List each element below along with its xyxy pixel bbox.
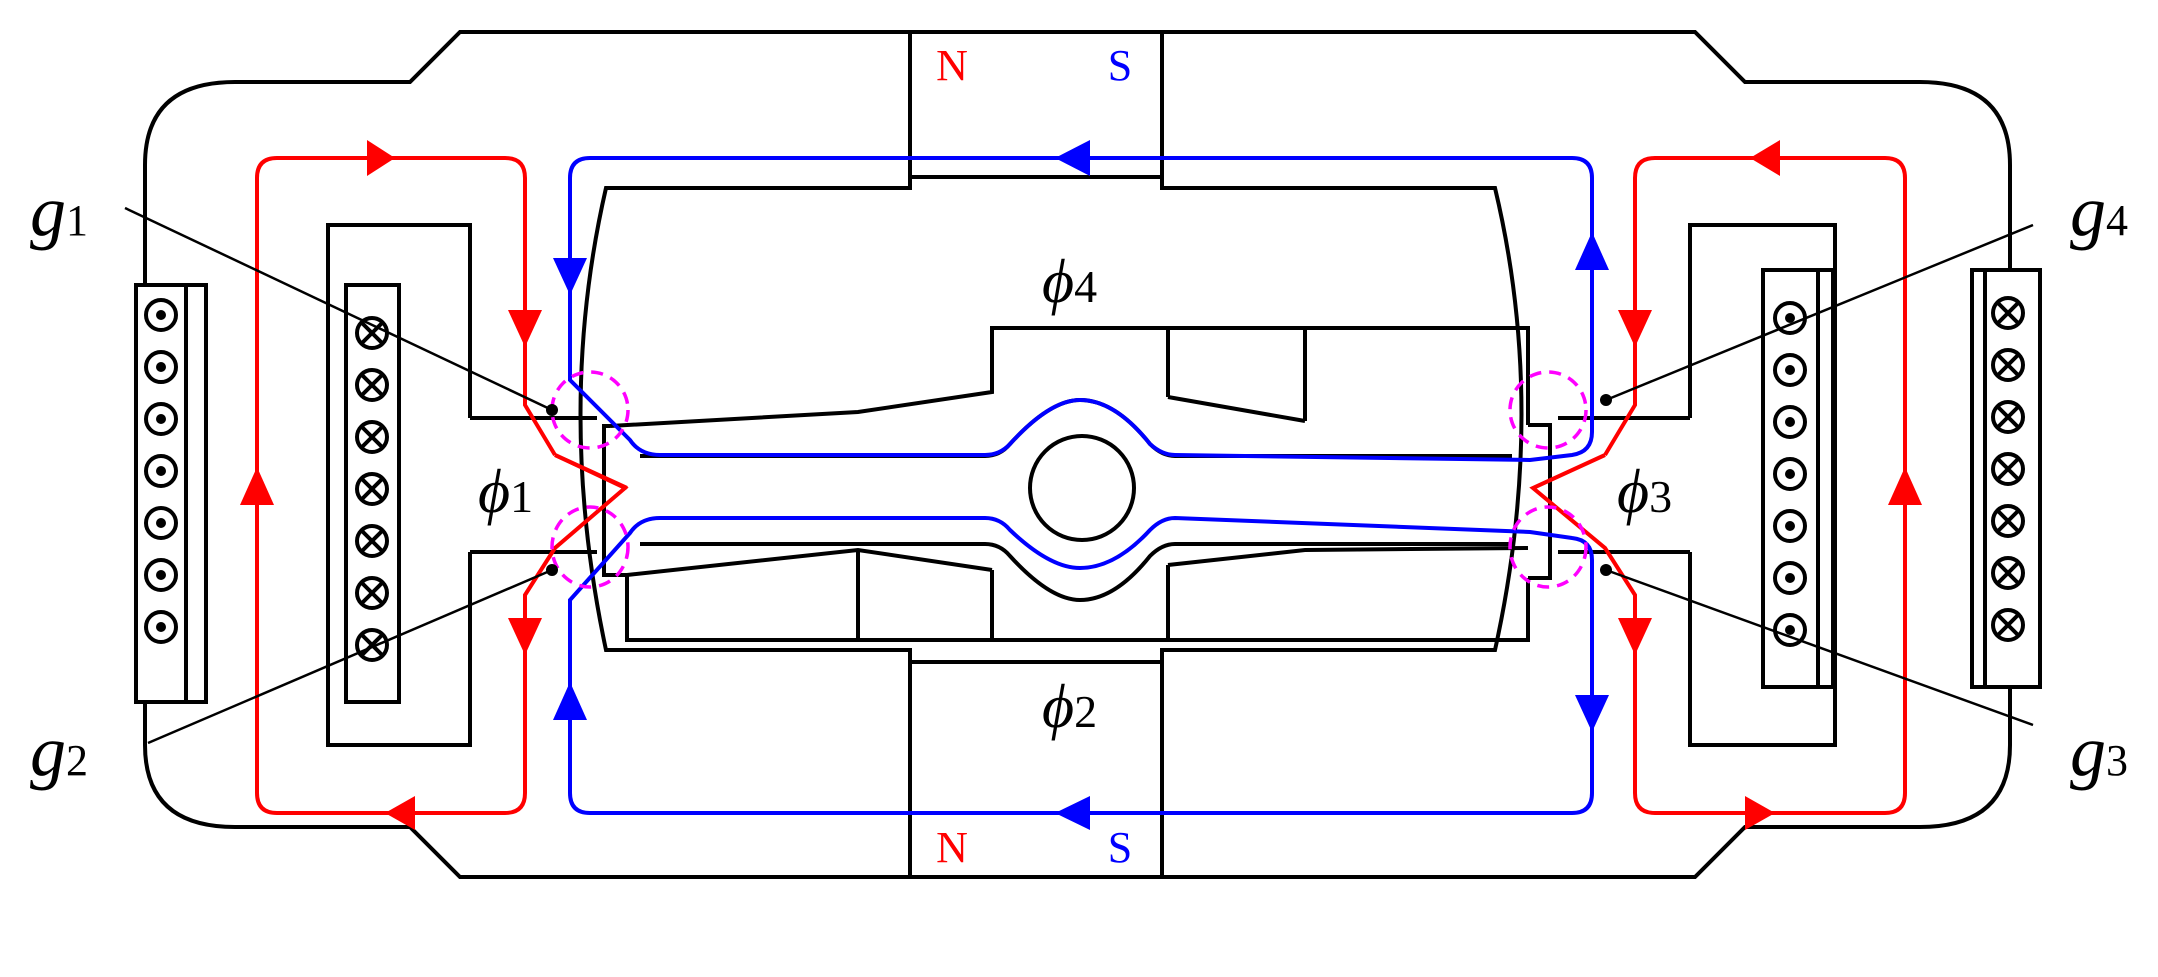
leader-lines bbox=[124, 206, 2034, 745]
magnet-flux-lower bbox=[568, 515, 1594, 815]
arrow-red-left-bottom bbox=[385, 796, 415, 830]
magnet-bottom-south-label: S bbox=[1108, 823, 1132, 872]
arrow-blue-right-up bbox=[1575, 232, 1609, 270]
dot-center bbox=[1785, 417, 1795, 427]
cross-stroke bbox=[1996, 405, 2020, 429]
arrow-blue-left-up bbox=[553, 682, 587, 720]
dot-center bbox=[1785, 625, 1795, 635]
magnet-top-north-label: N bbox=[936, 41, 968, 90]
dot-center bbox=[1785, 313, 1795, 323]
arrow-blue-bottom bbox=[1055, 796, 1090, 830]
dot-center bbox=[156, 414, 166, 424]
magnet-top: N S bbox=[908, 30, 1164, 179]
arrow-blue-left-down bbox=[553, 258, 587, 295]
stator-outer-outline bbox=[143, 30, 2012, 879]
cross-stroke bbox=[1996, 301, 2020, 325]
cross-stroke bbox=[1996, 613, 2020, 637]
magnet-flux-upper bbox=[568, 156, 1594, 463]
coil-flux-right bbox=[1529, 156, 1907, 815]
coil-right-inner-symbols bbox=[1773, 301, 1807, 647]
arrow-red-left-up bbox=[240, 467, 274, 505]
cross-stroke bbox=[360, 373, 384, 397]
gap-marker-g2 bbox=[550, 505, 630, 589]
gap-marker-g4 bbox=[1508, 370, 1588, 450]
dot-center bbox=[156, 310, 166, 320]
arrow-red-left-down-lower bbox=[508, 618, 542, 655]
label-g4: g4 bbox=[2070, 171, 2128, 251]
label-g2: g2 bbox=[30, 711, 88, 791]
arrow-blue-top bbox=[1055, 140, 1090, 176]
arrow-red-right-up bbox=[1888, 467, 1922, 505]
arrow-red-right-top bbox=[1750, 140, 1780, 176]
arrow-red-right-bottom bbox=[1745, 796, 1775, 830]
arrow-red-right-down-upper bbox=[1618, 310, 1652, 347]
dot-center bbox=[156, 362, 166, 372]
coil-left-inner-symbols bbox=[355, 316, 389, 662]
magnet-bottom-north-label: N bbox=[936, 823, 968, 872]
label-phi2: ϕ2 bbox=[1042, 673, 1097, 741]
dot-center bbox=[156, 518, 166, 528]
dot-center bbox=[1785, 521, 1795, 531]
label-phi4: ϕ4 bbox=[1042, 248, 1097, 316]
cross-stroke bbox=[360, 321, 384, 345]
dot-center bbox=[156, 570, 166, 580]
cross-stroke bbox=[360, 477, 384, 501]
cross-stroke bbox=[1996, 353, 2020, 377]
label-g1: g1 bbox=[30, 171, 88, 251]
cross-stroke bbox=[1996, 561, 2020, 585]
dot-center bbox=[1785, 365, 1795, 375]
flux-arrows bbox=[240, 140, 1922, 830]
gap-marker-g1 bbox=[550, 370, 630, 450]
air-gap-markers bbox=[550, 370, 1588, 589]
label-phi1: ϕ1 bbox=[478, 458, 533, 526]
cross-stroke bbox=[360, 633, 384, 657]
dot-center bbox=[156, 622, 166, 632]
cross-stroke bbox=[1996, 457, 2020, 481]
cross-stroke bbox=[1996, 509, 2020, 533]
coil-right-inner bbox=[1761, 268, 1835, 689]
cross-stroke bbox=[360, 529, 384, 553]
dot-center bbox=[1785, 469, 1795, 479]
coil-left-outer bbox=[134, 283, 208, 704]
magnet-bottom: N S bbox=[908, 660, 1164, 879]
magnet-top-south-label: S bbox=[1108, 41, 1132, 90]
arrow-red-right-down-lower bbox=[1618, 618, 1652, 655]
coil-right-outer-symbols bbox=[1991, 296, 2025, 642]
coil-left-outer-symbols bbox=[144, 298, 178, 644]
stator-inner-window bbox=[578, 175, 1524, 664]
arrow-blue-right-down bbox=[1575, 695, 1609, 732]
coil-flux-left bbox=[255, 156, 629, 815]
cross-stroke bbox=[360, 425, 384, 449]
coil-left-inner bbox=[344, 283, 401, 704]
cross-stroke bbox=[360, 581, 384, 605]
gap-marker-g3 bbox=[1508, 505, 1588, 589]
coil-right-outer bbox=[1970, 268, 2042, 689]
label-g3: g3 bbox=[2070, 711, 2128, 791]
leader-dots bbox=[546, 394, 1612, 576]
shaft bbox=[1028, 434, 1136, 542]
dot-center bbox=[1785, 573, 1795, 583]
label-phi3: ϕ3 bbox=[1617, 458, 1672, 526]
arrow-red-left-down-upper bbox=[508, 310, 542, 347]
dot-center bbox=[156, 466, 166, 476]
arrow-red-left-top bbox=[367, 140, 395, 176]
